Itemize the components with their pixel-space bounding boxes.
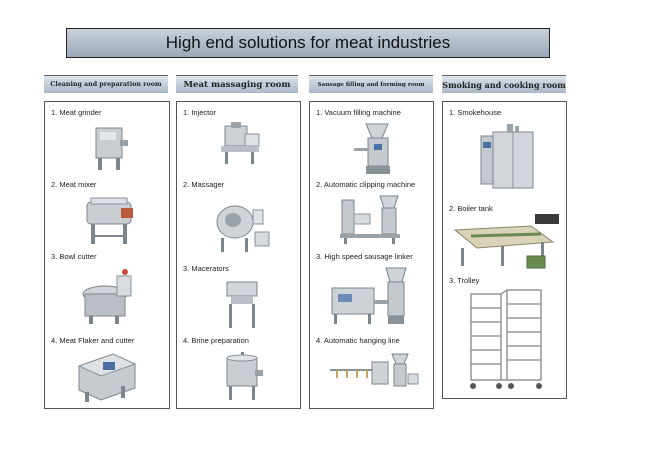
item-meat-grinder: 1. Meat grinder xyxy=(51,108,102,117)
page-title-text: High end solutions for meat industries xyxy=(165,33,451,52)
column-header-massaging: Meat massaging room xyxy=(176,75,298,93)
clipping-machine-image xyxy=(336,194,408,246)
item-boiler-tank: 2. Boiler tank xyxy=(449,204,493,213)
panel-smoking: 1. Smokehouse 2. Boiler tank 3. Trolley xyxy=(442,101,567,399)
bowl-cutter-image xyxy=(75,266,141,326)
item-automatic-clipping-machine: 2. Automatic clipping machine xyxy=(316,180,416,189)
panel-cleaning: 1. Meat grinder 2. Meat mixer 3. Bowl cu… xyxy=(44,101,170,409)
brine-tank-image xyxy=(221,350,265,402)
sausage-linker-image xyxy=(330,266,412,328)
smokehouse-image xyxy=(479,122,537,194)
massager-image xyxy=(211,194,271,254)
item-injector: 1. Injector xyxy=(183,108,216,117)
meat-mixer-image xyxy=(81,194,137,246)
item-meat-flaker: 4. Meat Flaker and cutter xyxy=(51,336,135,345)
item-high-speed-sausage-linker: 3. High speed sausage linker xyxy=(316,252,413,261)
panel-massaging: 1. Injector 2. Massager 3. Macerators 4.… xyxy=(176,101,301,409)
item-bowl-cutter: 3. Bowl cutter xyxy=(51,252,97,261)
item-vacuum-filling-machine: 1. Vacuum filling machine xyxy=(316,108,401,117)
item-brine-preparation: 4. Brine preparation xyxy=(183,336,249,345)
column-header-smoking: Smoking and cooking room xyxy=(442,75,566,93)
page-title: High end solutions for meat industries xyxy=(66,28,550,58)
meat-grinder-image xyxy=(90,122,130,172)
macerator-image xyxy=(221,278,263,330)
trolley-image xyxy=(467,288,547,394)
item-meat-mixer: 2. Meat mixer xyxy=(51,180,97,189)
meat-flaker-image xyxy=(73,348,141,406)
vacuum-filler-image xyxy=(350,120,400,176)
injector-image xyxy=(217,120,263,166)
boiler-tank-image xyxy=(451,212,561,274)
item-macerators: 3. Macerators xyxy=(183,264,229,273)
panel-sausage: 1. Vacuum filling machine 2. Automatic c… xyxy=(309,101,434,409)
column-header-sausage: Sausage filling and forming room xyxy=(309,75,433,93)
column-header-cleaning: Cleaning and preparation room xyxy=(44,75,168,93)
item-automatic-hanging-line: 4. Automatic hanging line xyxy=(316,336,400,345)
item-trolley: 3. Trolley xyxy=(449,276,480,285)
item-massager: 2. Massager xyxy=(183,180,225,189)
item-smokehouse: 1. Smokehouse xyxy=(449,108,502,117)
hanging-line-image xyxy=(326,352,420,392)
